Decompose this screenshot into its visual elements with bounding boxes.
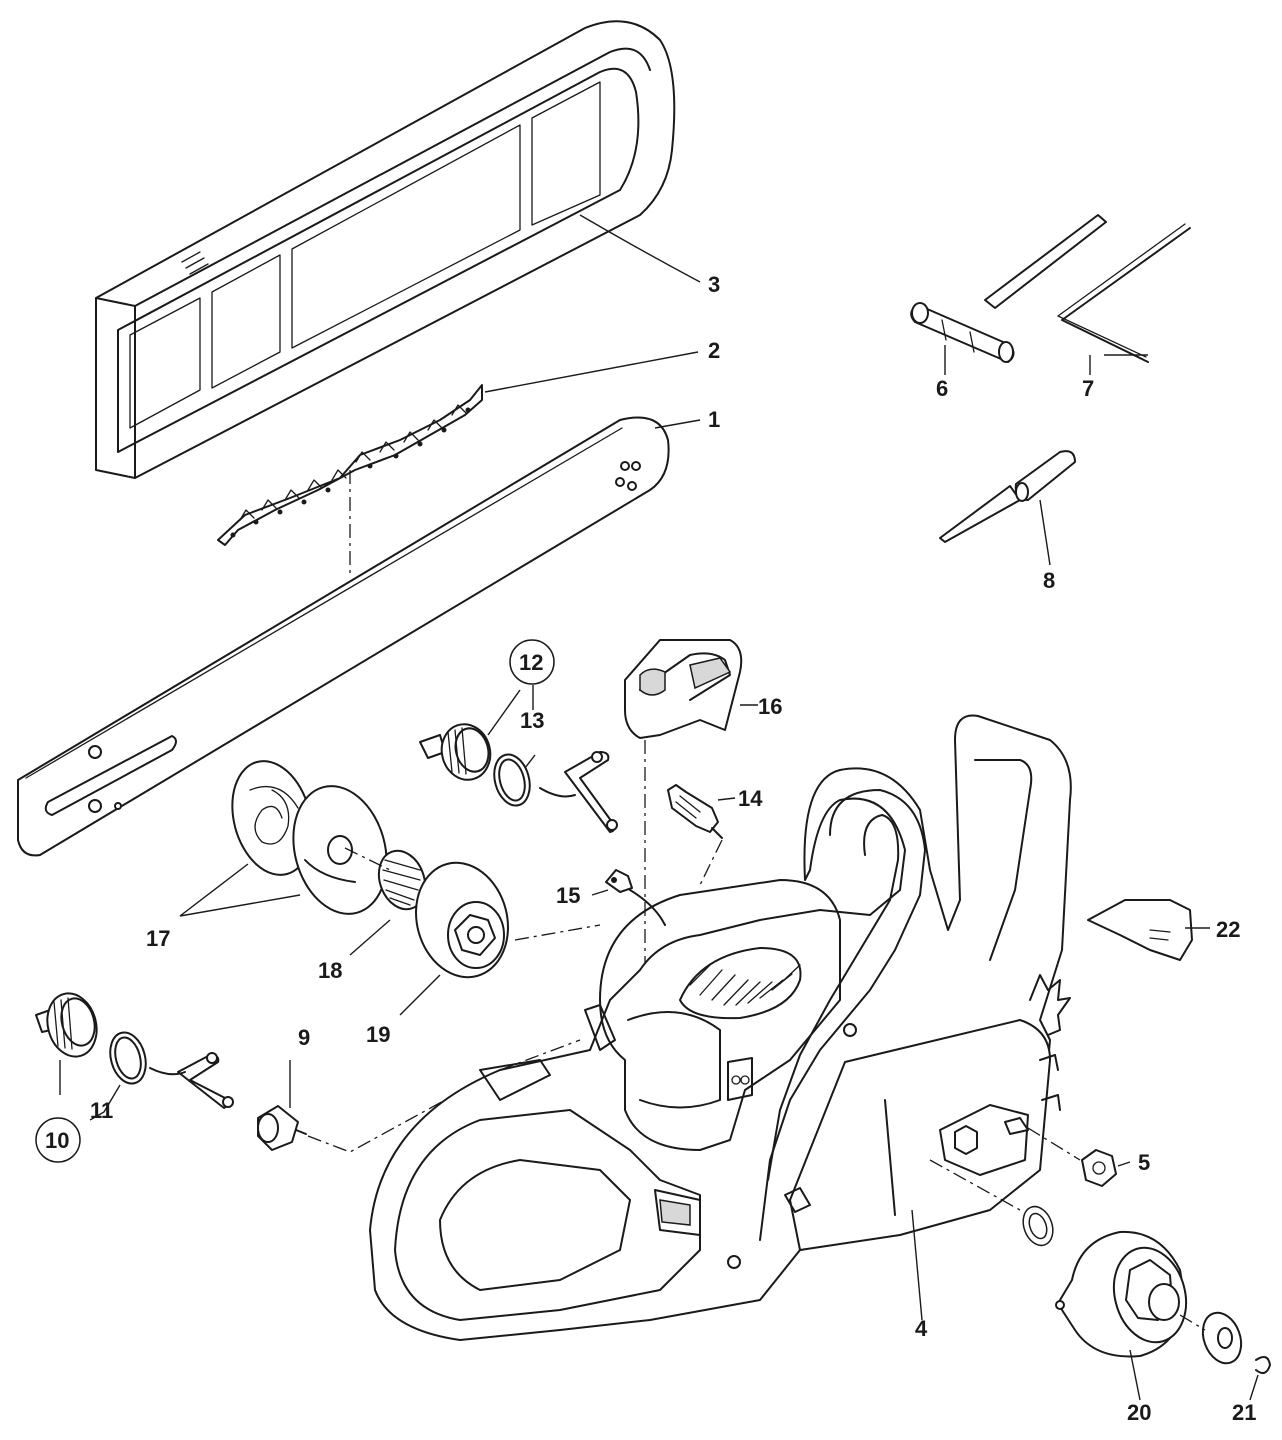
oil-cap-drawing (419, 723, 618, 833)
bar-cover-drawing (95, 20, 676, 479)
callout-13: 13 (520, 708, 544, 733)
callout-14: 14 (738, 786, 763, 811)
bar-nut-drawing (1081, 1149, 1117, 1187)
callout-2: 2 (708, 338, 720, 363)
callout-16: 16 (758, 694, 782, 719)
spark-plug-drawing (667, 784, 723, 839)
callout-1: 1 (708, 407, 720, 432)
callout-20: 20 (1127, 1400, 1151, 1425)
callout-labels: 1 2 3 4 5 6 7 8 9 10 11 12 13 14 15 16 1… (35, 272, 1256, 1425)
callout-3: 3 (708, 272, 720, 297)
callout-17: 17 (146, 926, 170, 951)
callout-22: 22 (1216, 917, 1240, 942)
starter-housing-drawing (415, 861, 509, 979)
fuel-cap-drawing (35, 992, 234, 1109)
callout-4: 4 (915, 1316, 928, 1341)
callout-15: 15 (556, 883, 580, 908)
callout-7: 7 (1082, 376, 1094, 401)
callout-8: 8 (1043, 568, 1055, 593)
sprocket-drawing (1022, 1205, 1271, 1375)
chain-catcher-drawing (1087, 899, 1193, 961)
callout-19: 19 (366, 1022, 390, 1047)
fuel-filter-drawing (257, 1105, 307, 1151)
starter-pulley-drawing (231, 760, 388, 915)
guide-bar-drawing (17, 416, 670, 857)
callout-6: 6 (936, 376, 948, 401)
combination-spanner-drawing (910, 214, 1107, 363)
callout-11: 11 (90, 1098, 113, 1123)
callout-21: 21 (1232, 1400, 1256, 1425)
hex-key-drawing (1057, 223, 1191, 363)
callout-5: 5 (1138, 1150, 1150, 1175)
screwdriver-drawing (939, 450, 1076, 543)
callout-10: 10 (45, 1128, 69, 1153)
callout-18: 18 (318, 958, 342, 983)
callout-12: 12 (519, 650, 543, 675)
top-cover-drawing (624, 639, 743, 739)
leader-lines (59, 214, 1259, 1401)
saw-chain-drawing (217, 384, 483, 546)
starter-spring-drawing (377, 849, 427, 911)
chainsaw-body-drawing (369, 714, 1072, 1341)
callout-9: 9 (298, 1025, 310, 1050)
